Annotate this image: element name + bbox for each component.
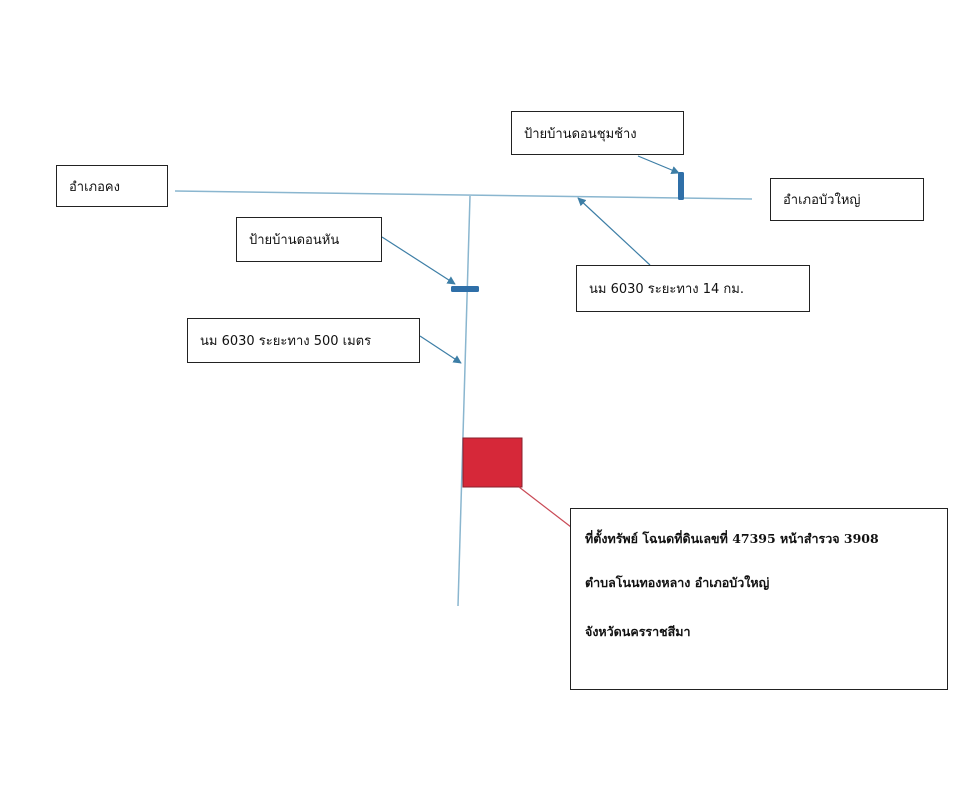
sign-marker-don-chum-chang <box>678 172 684 200</box>
sign-marker-don-han <box>451 286 479 292</box>
arrow-to-main-road <box>577 197 651 266</box>
label-sign-don-han-text: ป้ายบ้านดอนหัน <box>249 233 340 248</box>
arrow-to-property <box>518 486 572 528</box>
property-info-box: ที่ตั้งทรัพย์ โฉนดที่ดินเลขที่ 47395 หน้… <box>570 508 948 690</box>
label-sign-don-chum-chang-text: ป้ายบ้านดอนชุมช้าง <box>524 126 637 142</box>
arrow-to-sign-don-han <box>381 236 456 285</box>
arrow-to-side-road <box>419 335 462 364</box>
label-district-bua-yai: อำเภอบัวใหญ่ <box>770 178 924 221</box>
label-district-khong-text: อำเภอคง <box>69 179 120 195</box>
label-sign-don-han: ป้ายบ้านดอนหัน <box>236 217 382 262</box>
property-line-1: ที่ตั้งทรัพย์ โฉนดที่ดินเลขที่ 47395 หน้… <box>585 531 879 546</box>
property-line-3: จังหวัดนครราชสีมา <box>585 624 691 639</box>
label-road-distance-500m: นม 6030 ระยะทาง 500 เมตร <box>187 318 420 363</box>
label-road-distance-14km: นม 6030 ระยะทาง 14 กม. <box>576 265 810 312</box>
property-marker <box>462 437 523 488</box>
label-district-bua-yai-text: อำเภอบัวใหญ่ <box>783 193 861 208</box>
label-road-distance-14km-text: นม 6030 ระยะทาง 14 กม. <box>589 282 744 297</box>
main-road <box>174 190 753 200</box>
label-road-distance-500m-text: นม 6030 ระยะทาง 500 เมตร <box>200 334 372 349</box>
property-line-2: ตำบลโนนทองหลาง อำเภอบัวใหญ่ <box>585 575 770 590</box>
label-sign-don-chum-chang: ป้ายบ้านดอนชุมช้าง <box>511 111 684 155</box>
label-district-khong: อำเภอคง <box>56 165 168 207</box>
side-road <box>457 195 471 607</box>
arrow-to-sign-don-chum-chang <box>637 155 680 174</box>
